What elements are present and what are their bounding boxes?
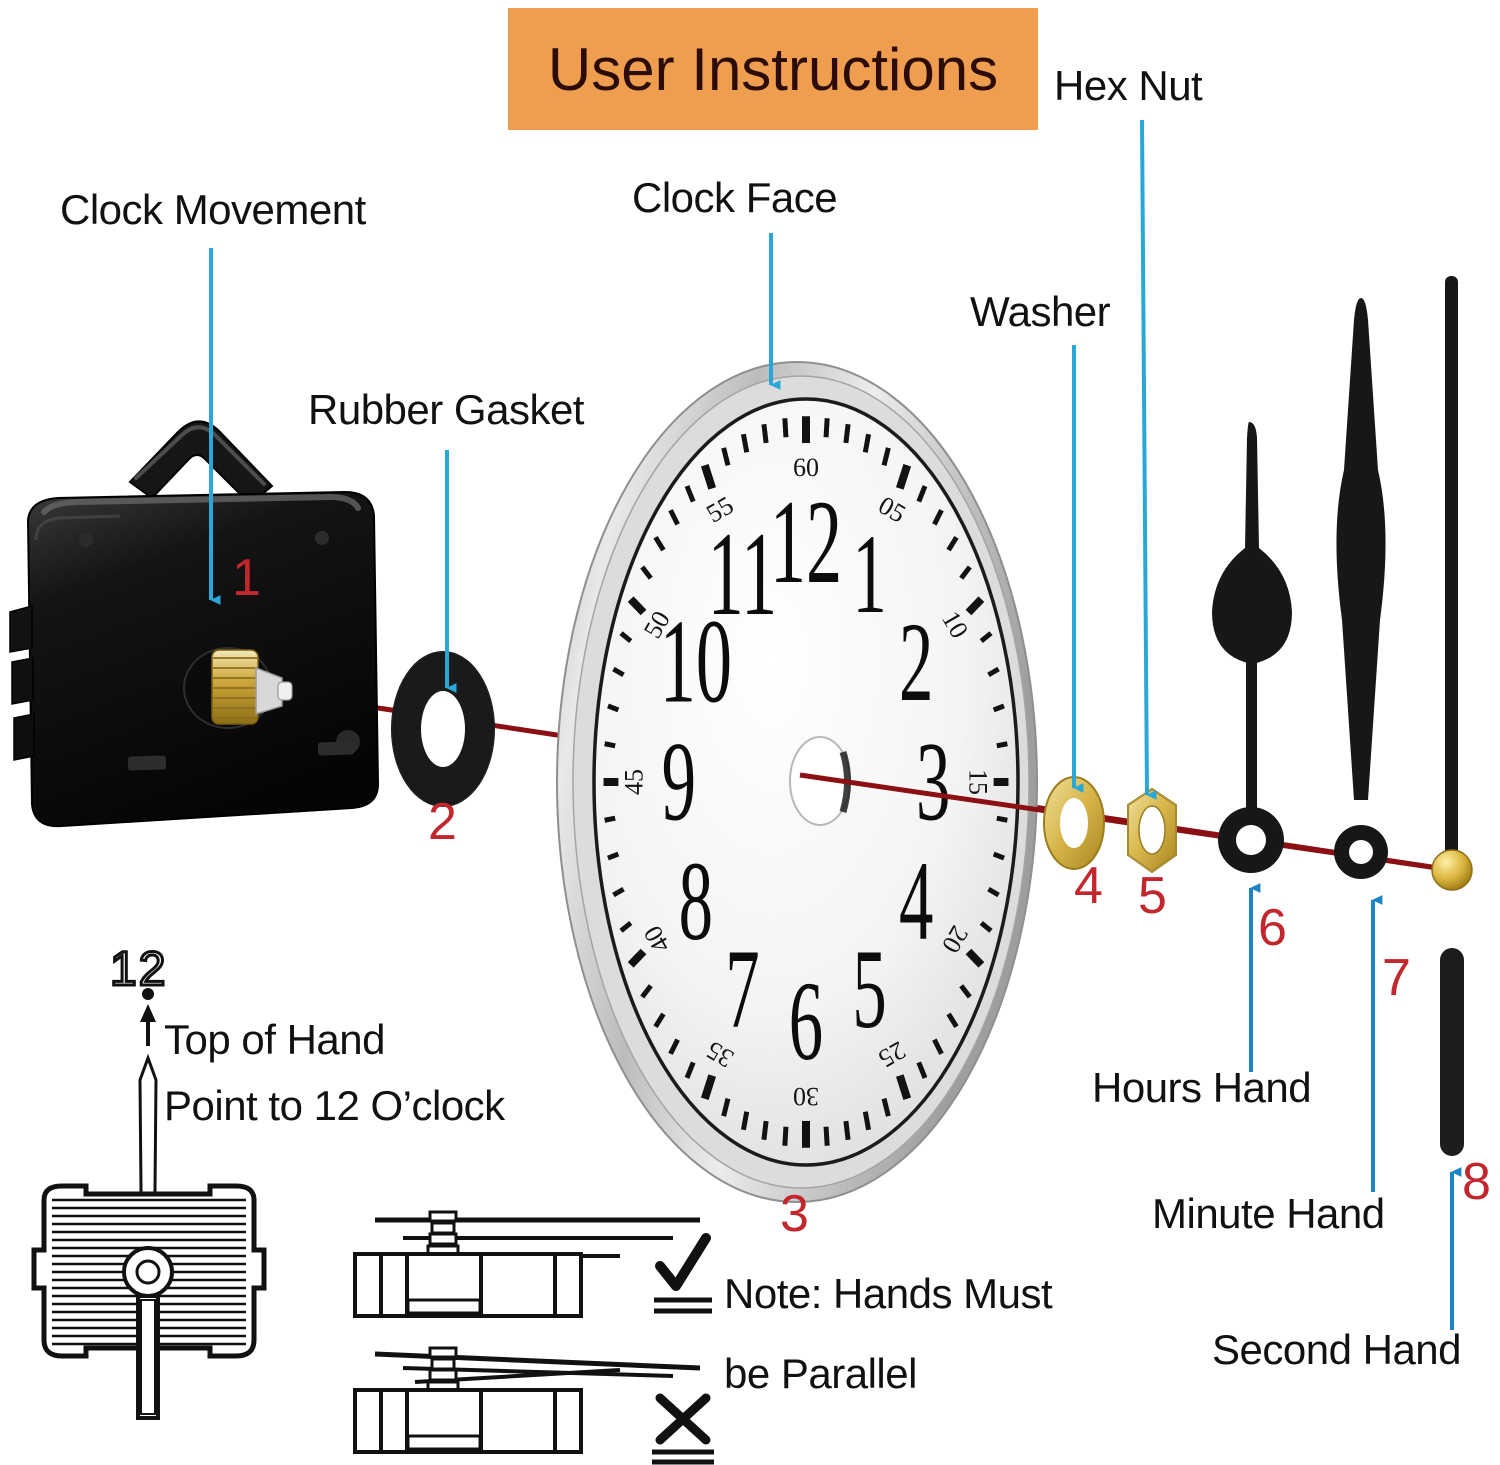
svg-text:2: 2: [899, 599, 933, 725]
svg-text:60: 60: [793, 453, 819, 482]
svg-text:10: 10: [936, 606, 974, 643]
minute-hand-part: [1334, 298, 1388, 879]
svg-text:6: 6: [789, 958, 823, 1084]
svg-text:15: 15: [964, 769, 993, 795]
parallel-hands-diagram-good: [353, 1210, 700, 1318]
label-hours-hand: Hours Hand: [1092, 1064, 1312, 1111]
svg-text:11: 11: [708, 509, 778, 641]
part-number-2: 2: [428, 793, 457, 851]
leader-lines: [209, 119, 1462, 1330]
label-rubber-gasket: Rubber Gasket: [308, 386, 584, 433]
svg-text:1: 1: [852, 512, 886, 638]
svg-text:12: 12: [770, 477, 842, 609]
label-clock-face: Clock Face: [632, 174, 838, 221]
svg-text:9: 9: [662, 719, 696, 845]
alignment-top-number: 12: [108, 942, 168, 998]
svg-text:10: 10: [660, 596, 732, 728]
svg-text:50: 50: [638, 606, 676, 643]
alignment-note-line2: Point to 12 O’clock: [164, 1082, 505, 1129]
part-number-5: 5: [1138, 867, 1167, 925]
parallel-note-line1: Note: Hands Must: [724, 1270, 1053, 1317]
hex-nut-part: [1127, 787, 1177, 874]
hours-hand-part: [1212, 422, 1292, 873]
minute-ticks: [603, 416, 1009, 1148]
part-number-4: 4: [1074, 857, 1103, 915]
part-number-6: 6: [1258, 899, 1287, 957]
rubber-gasket-part: [391, 651, 495, 807]
svg-text:8: 8: [679, 839, 713, 965]
svg-text:35: 35: [701, 1035, 738, 1073]
svg-text:30: 30: [793, 1082, 819, 1111]
label-washer: Washer: [970, 288, 1111, 335]
check-mark-icon: [654, 1233, 712, 1314]
label-minute-hand: Minute Hand: [1152, 1190, 1385, 1237]
part-number-1: 1: [232, 549, 261, 607]
svg-text:45: 45: [619, 769, 648, 795]
page-title-banner: User Instructions: [508, 8, 1038, 130]
label-clock-movement: Clock Movement: [60, 186, 366, 233]
svg-text:05: 05: [874, 490, 911, 528]
page-title: User Instructions: [547, 35, 999, 103]
parallel-hands-diagram-bad: [353, 1346, 701, 1454]
svg-text:5: 5: [852, 926, 886, 1052]
label-hex-nut: Hex Nut: [1054, 62, 1203, 109]
clock-movement-part: [9, 420, 380, 828]
alignment-note-line1: Top of Hand: [164, 1016, 386, 1063]
svg-text:20: 20: [936, 921, 974, 958]
label-second-hand: Second Hand: [1212, 1326, 1462, 1373]
second-hand-part: [1431, 276, 1473, 1156]
svg-text:40: 40: [638, 921, 676, 958]
svg-text:25: 25: [874, 1035, 911, 1073]
cross-mark-icon: [652, 1393, 714, 1465]
part-number-8: 8: [1462, 1153, 1491, 1211]
svg-text:7: 7: [725, 926, 759, 1052]
part-number-3: 3: [780, 1185, 809, 1243]
part-number-7: 7: [1382, 949, 1411, 1007]
svg-text:3: 3: [916, 719, 950, 845]
svg-text:4: 4: [899, 839, 933, 965]
assembly-axis-front: [799, 772, 1466, 875]
leader-hex-nut: [1140, 119, 1157, 800]
parallel-note-line2: be Parallel: [724, 1350, 917, 1397]
svg-text:55: 55: [701, 490, 738, 528]
